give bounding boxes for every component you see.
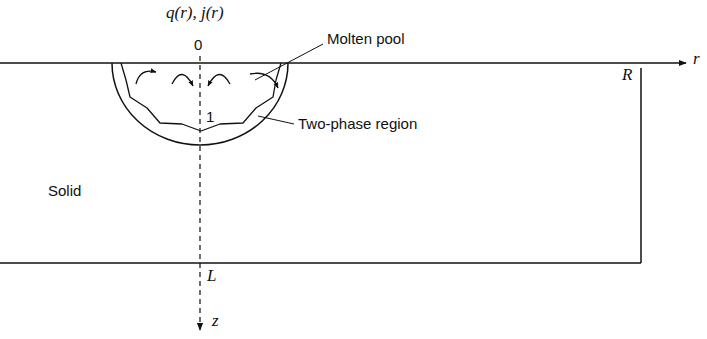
bottom-line [0,262,641,264]
radius-bar [640,68,642,263]
region-label: Molten pool [327,30,405,48]
depth-label: L [207,267,216,285]
flow-arrow [172,74,193,86]
region-label: Two-phase region [298,115,417,133]
flux-label: q(r), j(r) [166,4,224,22]
region-label: Solid [48,182,81,200]
flow-arrow [136,71,156,84]
leader-line [255,44,323,80]
origin-label: 0 [194,36,202,54]
point-label: 1 [206,108,214,126]
leader-line [258,116,294,124]
surface-line [0,62,686,64]
axis-label: r [693,50,700,68]
flow-arrow [208,74,230,86]
two-phase-boundary [121,63,281,131]
axis-label: z [212,312,219,330]
radius-label: R [622,66,632,84]
pool-boundary [112,63,288,145]
z-axis [199,56,200,330]
